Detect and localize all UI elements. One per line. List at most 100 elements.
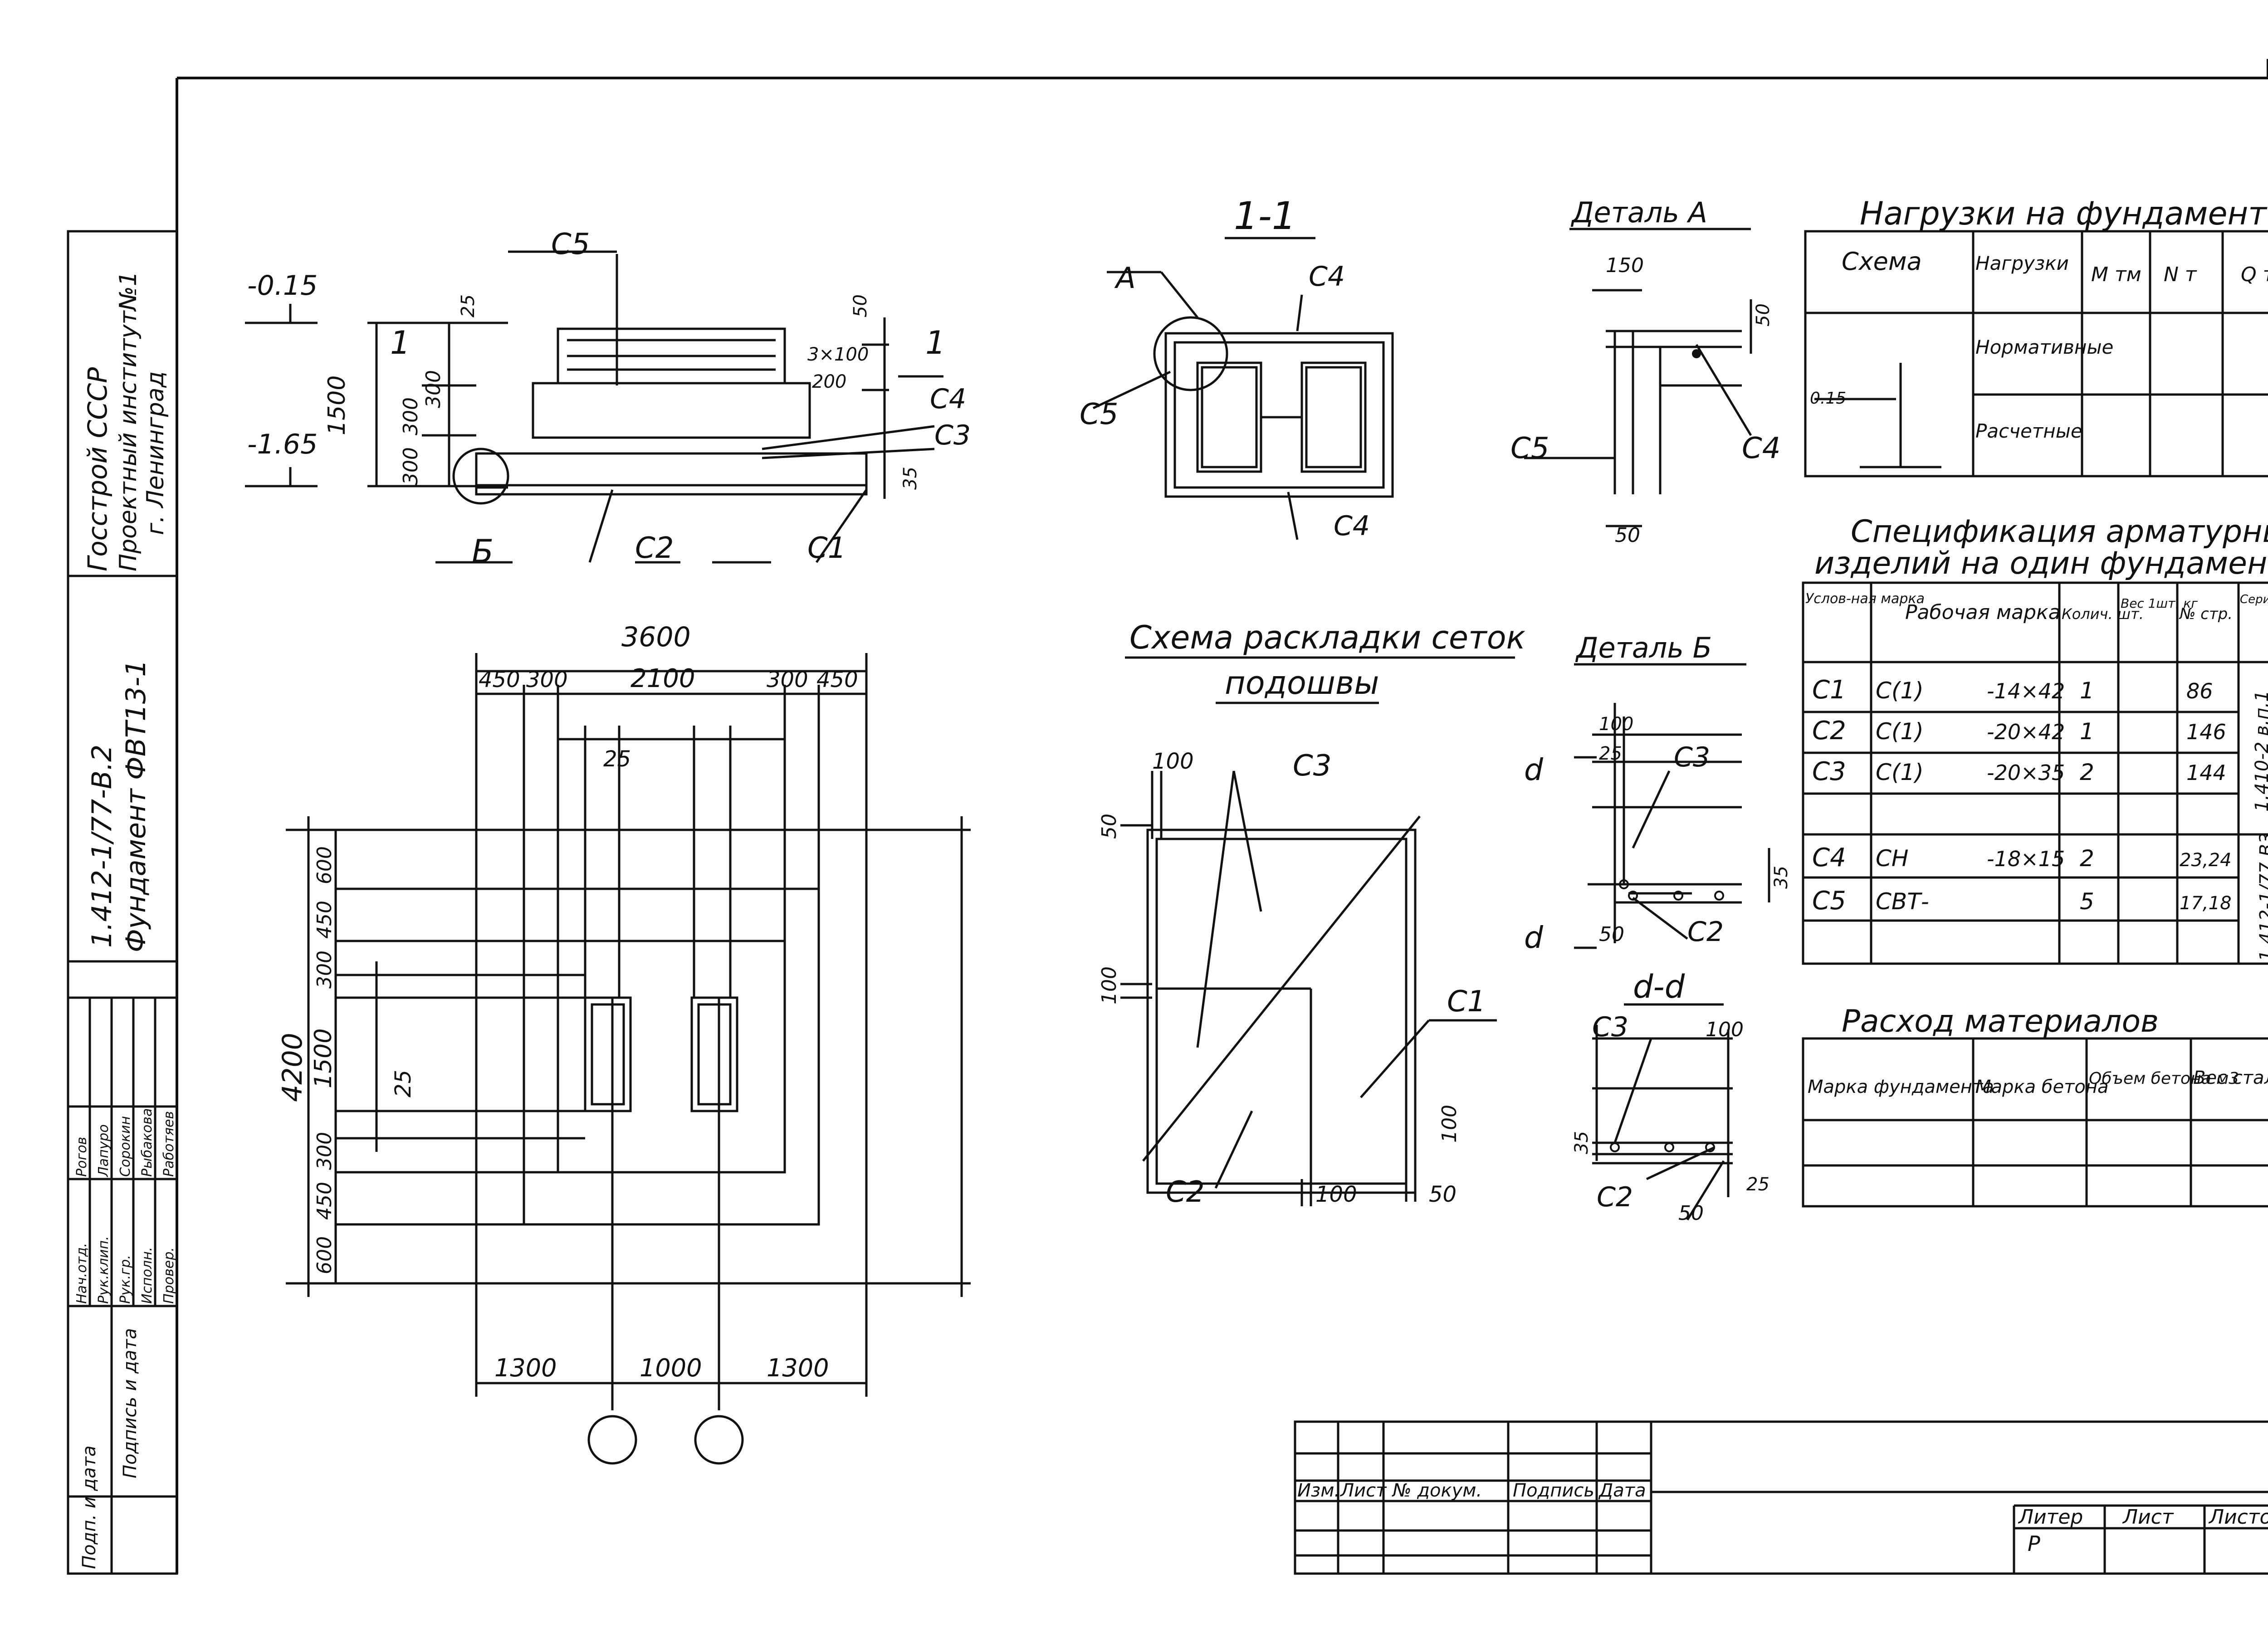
detail-b: Деталь Б d d 100 25 С3 35 50 [1524, 631, 1792, 955]
detail-a-c4: С4 [1742, 432, 1780, 465]
spec-r5-page: 23,24 [2180, 850, 2232, 871]
plan-top-4: 300 [767, 667, 808, 692]
elev-b: Б [472, 533, 494, 570]
plan-top-3: 2100 [631, 664, 695, 693]
spec-h-mark: Услов-ная марка [1805, 591, 1925, 607]
detail-b-cut-bottom: d [1524, 920, 1544, 955]
stamp-name-4: Рыбакова [139, 1108, 155, 1177]
stamp-role-4: Исполн. [139, 1247, 155, 1304]
elev-top-mark: -0.15 [247, 270, 318, 302]
sec-dd-50: 50 [1678, 1202, 1704, 1225]
plan-left-7: 600 [313, 846, 336, 884]
loads-scheme-mark: 0.15 [1810, 389, 1846, 408]
spec-r3-mark: С3 [1812, 757, 1846, 786]
spec-r6-qty: 5 [2080, 888, 2094, 915]
tb-col-2: Лист [1339, 1480, 1387, 1501]
spec-series-a: 1.410-2 в.п.1 [2252, 690, 2268, 812]
materials-h-1: Марка фундамента [1808, 1077, 1994, 1097]
plan-top-2: 300 [526, 667, 568, 692]
spec-r3-qty: 2 [2080, 759, 2094, 785]
materials-table: Расход материалов Марка фундамента Марка… [1802, 1004, 2268, 1208]
stamp-role-3: Рук.гр. [117, 1255, 133, 1304]
plan-top-5: 450 [816, 667, 858, 692]
sec11-title: 1-1 [1234, 194, 1296, 238]
spec-h-qty: Колич. шт. [2062, 605, 2144, 623]
plan-bottom-1: 1300 [494, 1354, 557, 1382]
tb-sheet-head: Лист [2122, 1506, 2174, 1529]
spec-r1-mark: С1 [1812, 675, 1846, 705]
elev-c4: С4 [930, 383, 966, 415]
stamp-name-2: Лапуро [96, 1124, 112, 1177]
elev-rd-35: 35 [900, 467, 921, 490]
sec11-c4-top: С4 [1309, 261, 1345, 292]
mesh-100a: 100 [1152, 749, 1194, 774]
plan-top-total: 3600 [621, 621, 691, 653]
detail-b-35: 35 [1771, 866, 1792, 889]
elev-c1: С1 [807, 531, 846, 565]
mesh-100d: 100 [1315, 1182, 1357, 1207]
stamp-series: 1.412-1/77-В.2 [86, 745, 118, 948]
spec-r1-qty: 1 [2080, 678, 2094, 704]
sec-dd-c2: С2 [1597, 1181, 1633, 1213]
tb-litera-value: Р [2028, 1531, 2040, 1556]
stamp-org-1: Госстрой СССР [82, 367, 113, 571]
materials-h-4: Вес стали кг [2193, 1067, 2268, 1088]
spec-r5-mark: С4 [1812, 843, 1846, 872]
spec-r6-work: СВТ- [1876, 888, 1929, 915]
spec-h-weight: Вес 1шт. кг [2121, 596, 2198, 611]
plan-top-1: 450 [479, 667, 520, 692]
tb-col-1: Изм. [1297, 1480, 1340, 1501]
loads-table: Нагрузки на фундамент Схема Нагрузки M т… [1804, 195, 2268, 478]
stamp-org-3: г. Ленинград [142, 371, 169, 535]
section-1-1: 1-1 А С4 С5 С4 [1080, 194, 1394, 542]
detail-a-title: Деталь А [1570, 196, 1707, 229]
spec-r2-page: 146 [2186, 720, 2226, 744]
tb-litera-head: Литер [2018, 1506, 2083, 1529]
tb-sheets-head: Листов [2208, 1506, 2268, 1529]
plan-view: 3600 450 300 2100 300 450 25 4200 600 45… [277, 621, 971, 1465]
elev-rd-25: 25 [458, 294, 479, 317]
detail-b-cut-top: d [1524, 752, 1544, 787]
side-stamp: Госстрой СССР Проектный институт№1 г. Ле… [67, 230, 178, 1575]
materials-h-2: Марка бетона [1975, 1077, 2109, 1097]
spec-series-b: 1.412-1/77 В3 [2256, 833, 2268, 961]
sec-dd-35: 35 [1571, 1131, 1592, 1154]
stamp-role-5: Провер. [161, 1247, 177, 1304]
materials-title: Расход материалов [1842, 1004, 2159, 1039]
sec-dd-title: d-d [1633, 968, 1685, 1005]
detail-b-title: Деталь Б [1575, 631, 1712, 664]
elev-c2: С2 [635, 531, 674, 565]
mesh-c2: С2 [1166, 1175, 1204, 1209]
mesh-c1: С1 [1447, 985, 1486, 1019]
loads-h-scheme: Схема [1842, 247, 1922, 276]
spec-r5-size: -18×15 [1987, 847, 2065, 871]
spec-r2-size: -20×42 [1987, 720, 2065, 744]
spec-title-2: изделий на один фундамент [1814, 546, 2268, 581]
detail-a-c5: С5 [1510, 432, 1549, 465]
elev-dim-2: 300 [422, 370, 445, 408]
spec-r2-work: С(1) [1876, 718, 1924, 745]
spec-h-page: № стр. [2179, 605, 2233, 623]
stamp-role-2: Рук.клип. [96, 1236, 112, 1304]
loads-h-loads: Нагрузки [1975, 252, 2069, 274]
loads-title: Нагрузки на фундамент [1860, 195, 2268, 232]
spec-h-series: Серия, выпуск [2240, 593, 2268, 606]
loads-h-m: M тм [2091, 263, 2141, 286]
elev-rd-50: 50 [850, 294, 871, 317]
detail-b-c3: С3 [1674, 741, 1710, 773]
plan-bottom-3: 1300 [767, 1354, 829, 1382]
plan-left-2: 450 [313, 1182, 336, 1220]
spec-r3-work: С(1) [1876, 759, 1924, 785]
elev-dim-3: 300 [399, 447, 422, 485]
plan-small-top: 25 [603, 746, 631, 772]
loads-h-q: Q т [2241, 263, 2268, 286]
detail-a-150: 150 [1606, 254, 1644, 277]
loads-row-norm: Нормативные [1975, 336, 2113, 358]
mesh-50b: 50 [1429, 1182, 1457, 1207]
stamp-name-5: Работяев [161, 1111, 177, 1177]
detail-a: Деталь А 150 50 50 С5 С4 [1510, 196, 1780, 547]
sec11-c5: С5 [1080, 398, 1118, 431]
elev-dim-1: 300 [399, 397, 422, 435]
plan-left-3: 300 [313, 1132, 336, 1170]
sec-dd-c3: С3 [1592, 1011, 1628, 1043]
